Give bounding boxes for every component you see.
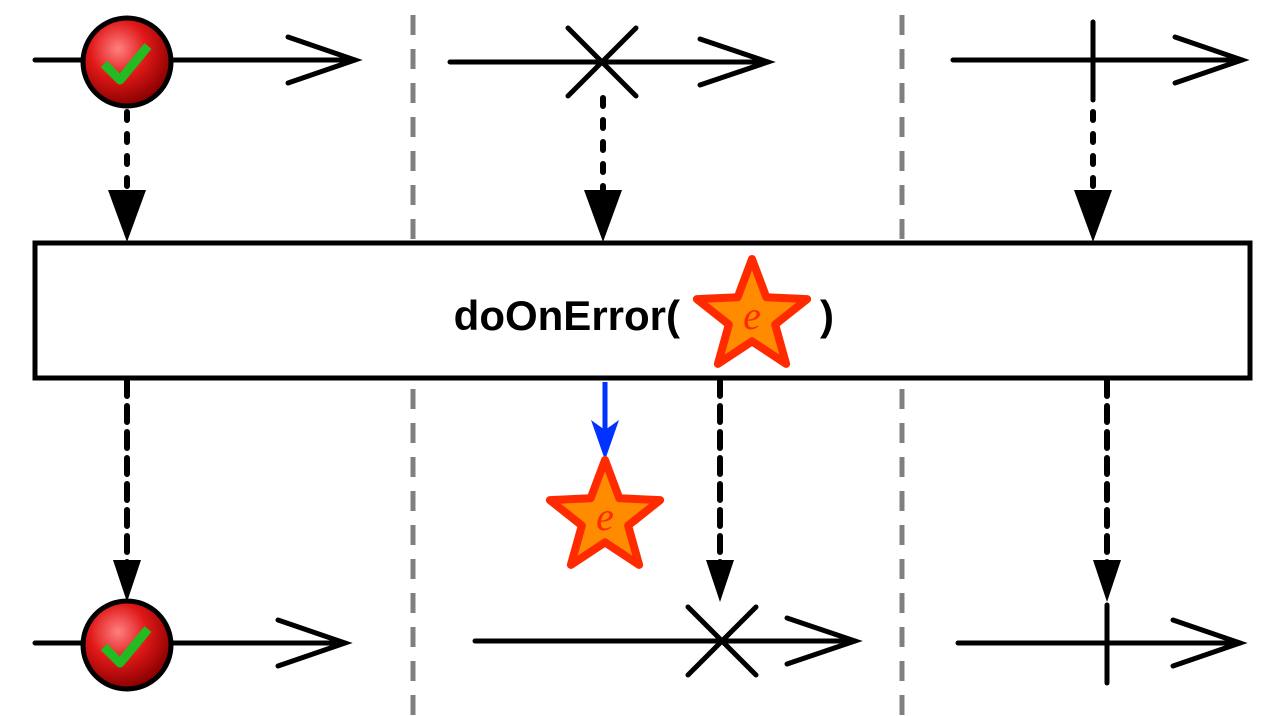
input-timeline-2 [447, 36, 776, 88]
output-error-x-icon [685, 604, 759, 678]
operator-close-paren: ) [820, 292, 834, 339]
error-x-icon [565, 25, 639, 99]
side-effect-arrow [591, 382, 619, 460]
output-item-icon [80, 598, 174, 692]
side-effect-error-star-icon: e [550, 460, 660, 565]
operator-label: doOnError( [454, 292, 680, 339]
input-timeline-3 [950, 34, 1250, 86]
error-star-icon: e [697, 259, 807, 364]
input-item-icon [80, 15, 174, 109]
output-timeline-3 [955, 617, 1248, 669]
operator-box [32, 240, 1253, 381]
side-effect-error-symbol: e [596, 494, 614, 539]
error-symbol: e [743, 293, 761, 338]
output-timeline-2 [472, 615, 863, 667]
